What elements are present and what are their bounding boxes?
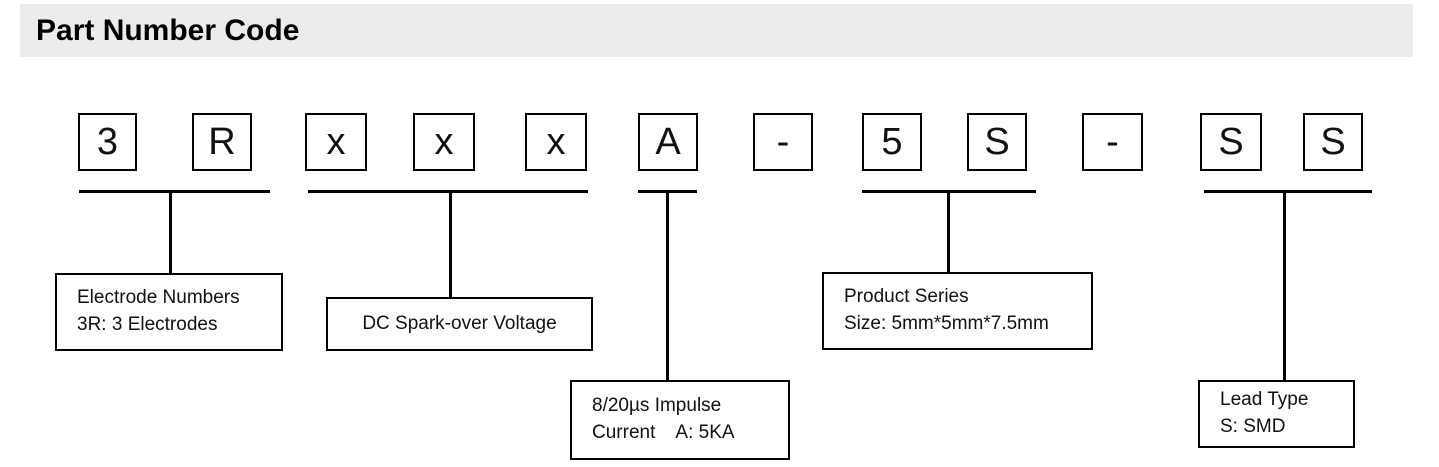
label-box-lead-type: Lead Type S: SMD bbox=[1198, 380, 1355, 448]
label-text-line: 8/20µs Impulse bbox=[592, 395, 722, 417]
group-underline-electrode-numbers bbox=[79, 190, 270, 193]
group-connector-line-impulse-current bbox=[666, 190, 669, 380]
code-char-box: x bbox=[525, 113, 587, 171]
label-text-line: Product Series bbox=[844, 286, 969, 308]
code-char-box: - bbox=[1082, 113, 1143, 171]
page-title: Part Number Code bbox=[36, 13, 300, 47]
code-char-box: S bbox=[967, 113, 1027, 171]
code-char-box: x bbox=[413, 113, 475, 171]
code-char-box: 5 bbox=[862, 113, 922, 171]
group-underline-lead-type bbox=[1204, 190, 1372, 193]
code-char-box: R bbox=[192, 113, 252, 171]
label-box-electrode-numbers: Electrode Numbers 3R: 3 Electrodes bbox=[55, 273, 283, 351]
group-connector-line-lead-type bbox=[1283, 190, 1286, 380]
label-text-line: Size: 5mm*5mm*7.5mm bbox=[844, 313, 1049, 334]
code-char-box: x bbox=[305, 113, 367, 171]
group-underline-dc-spark-over-voltage bbox=[308, 190, 588, 193]
label-text-line: 3R: 3 Electrodes bbox=[77, 314, 218, 335]
label-text-line: Current A: 5KA bbox=[592, 422, 735, 443]
label-text-line: Lead Type bbox=[1220, 389, 1309, 411]
group-connector-line-electrode-numbers bbox=[169, 190, 172, 273]
label-text-line: S: SMD bbox=[1220, 416, 1286, 437]
section-header-bar: Part Number Code bbox=[20, 4, 1413, 57]
group-connector-line-dc-spark-over-voltage bbox=[449, 190, 452, 297]
label-text-line: DC Spark-over Voltage bbox=[362, 312, 557, 334]
code-char-box: S bbox=[1200, 113, 1262, 171]
group-connector-line-product-series bbox=[947, 190, 950, 272]
code-char-box: A bbox=[638, 113, 698, 171]
code-char-box: S bbox=[1303, 113, 1363, 171]
label-box-dc-spark-over-voltage: DC Spark-over Voltage bbox=[326, 297, 593, 351]
code-char-box: - bbox=[753, 113, 813, 171]
label-text-line: Electrode Numbers bbox=[77, 287, 240, 309]
code-char-box: 3 bbox=[78, 113, 137, 171]
